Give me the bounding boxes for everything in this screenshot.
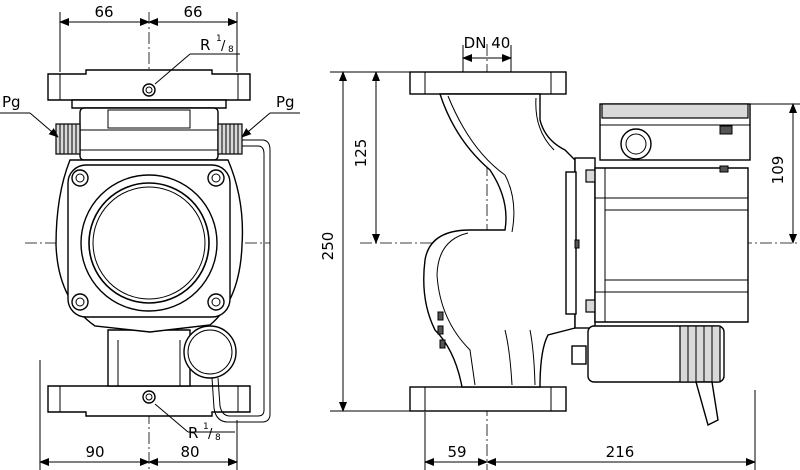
thread-bottom-frac-num: 1 <box>203 422 209 432</box>
front-capacitor <box>183 325 237 379</box>
dim-bottom-right-value: 80 <box>180 443 199 461</box>
dim-109-value: 109 <box>769 156 787 185</box>
side-top-flange <box>409 71 567 95</box>
svg-text:/: / <box>208 427 213 442</box>
dim-bottom-left-value: 90 <box>85 443 104 461</box>
pg-left-label: Pg <box>2 93 21 111</box>
side-view: DN 40 250 125 109 59 216 <box>319 34 800 470</box>
dim-216-value: 216 <box>606 443 635 461</box>
dim-top-left-value: 66 <box>94 3 113 21</box>
thread-bottom-frac-den: 8 <box>215 433 221 443</box>
front-cable <box>211 139 271 423</box>
front-motor-outer <box>80 174 218 312</box>
thread-top-frac-den: 8 <box>228 45 234 55</box>
front-bolt-tl <box>71 169 89 187</box>
front-bolt-br <box>207 293 225 311</box>
side-motor-housing <box>594 167 749 323</box>
leader-thread-bottom <box>154 403 189 433</box>
side-pump-body <box>423 93 576 388</box>
front-view: 66 66 R 1 / 8 Pg Pg R 1 / 8 90 80 <box>0 3 300 470</box>
front-terminal-box <box>79 107 219 161</box>
svg-text:/: / <box>221 39 226 54</box>
side-cable-gland <box>620 128 652 160</box>
front-plug-bottom <box>142 390 156 404</box>
dim-top-right-value: 66 <box>183 3 202 21</box>
front-motor-inner <box>88 182 210 304</box>
thread-top-label: R <box>200 36 210 54</box>
thread-bottom-label: R <box>188 424 198 442</box>
front-terminal-lid <box>107 109 191 129</box>
dn-label: DN 40 <box>464 34 511 52</box>
dim-250-value: 250 <box>319 232 337 261</box>
front-lower-body <box>107 329 191 387</box>
leader-pg-right <box>241 112 271 138</box>
thread-top-frac-num: 1 <box>216 34 222 44</box>
side-bottom-flange <box>409 386 567 412</box>
front-top-neck <box>71 99 227 109</box>
side-cable-leg <box>695 381 719 427</box>
pg-right-label: Pg <box>276 93 295 111</box>
front-bolt-bl <box>71 293 89 311</box>
leader-thread-top <box>154 53 191 85</box>
dim-125-value: 125 <box>352 139 370 168</box>
leader-pg-left <box>29 112 59 138</box>
front-plug-top <box>142 83 156 97</box>
front-bolt-tr <box>207 169 225 187</box>
dim-59-value: 59 <box>447 443 466 461</box>
